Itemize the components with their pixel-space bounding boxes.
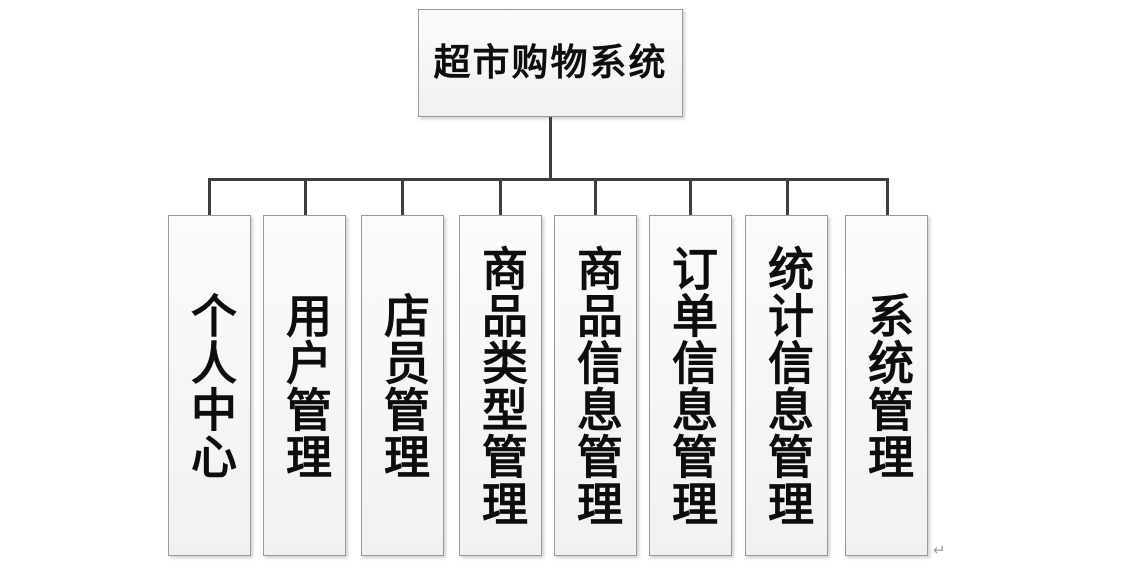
node-leaf-label: 订单信息管理 [665, 244, 717, 527]
node-root-system[interactable]: 超市购物系统 [418, 9, 683, 117]
connector-drop-6 [689, 178, 692, 217]
node-leaf-label: 商品类型管理 [475, 244, 527, 527]
node-leaf-label: 系统管理 [861, 291, 913, 480]
node-leaf-4[interactable]: 商品类型管理 [459, 215, 542, 556]
node-root-label: 超市购物系统 [433, 42, 668, 84]
connector-drop-5 [594, 178, 597, 217]
connector-drop-4 [499, 178, 502, 217]
connector-drop-1 [208, 178, 211, 217]
connector-stem [549, 117, 552, 178]
node-leaf-label: 店员管理 [377, 291, 429, 480]
node-leaf-8[interactable]: 系统管理 [845, 215, 928, 556]
node-leaf-label: 个人中心 [184, 291, 236, 480]
connector-bus [209, 178, 887, 181]
node-leaf-label: 统计信息管理 [761, 244, 813, 527]
paragraph-mark-icon: ↵ [933, 542, 946, 559]
connector-drop-8 [886, 178, 889, 217]
node-leaf-7[interactable]: 统计信息管理 [745, 215, 828, 556]
connector-drop-2 [304, 178, 307, 217]
connector-drop-3 [401, 178, 404, 217]
node-leaf-1[interactable]: 个人中心 [168, 215, 251, 556]
node-leaf-label: 商品信息管理 [570, 244, 622, 527]
node-leaf-3[interactable]: 店员管理 [361, 215, 444, 556]
node-leaf-6[interactable]: 订单信息管理 [649, 215, 732, 556]
node-leaf-2[interactable]: 用户管理 [263, 215, 346, 556]
connector-drop-7 [786, 178, 789, 217]
node-leaf-label: 用户管理 [279, 291, 331, 480]
node-leaf-5[interactable]: 商品信息管理 [554, 215, 637, 556]
